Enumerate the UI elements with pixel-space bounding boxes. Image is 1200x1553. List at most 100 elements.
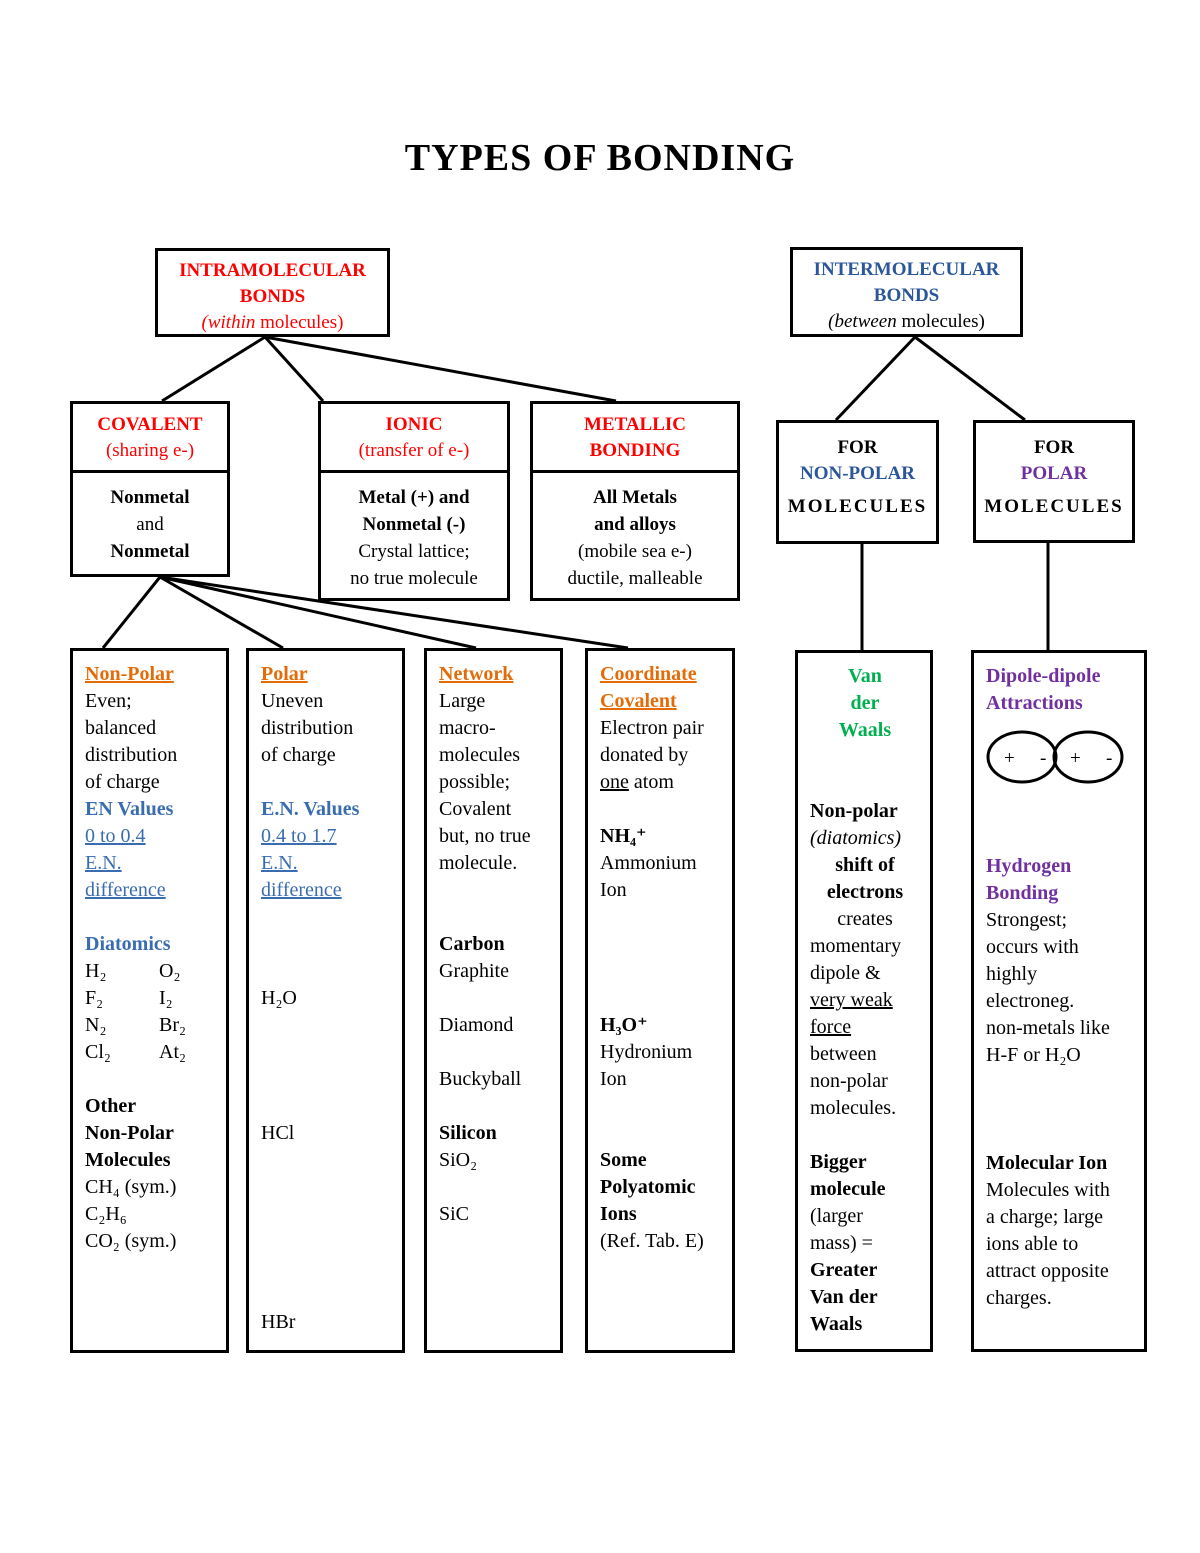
text-line: NH₄⁺ bbox=[600, 825, 647, 847]
text-span: one bbox=[600, 771, 629, 793]
spacer bbox=[261, 769, 402, 796]
text-line: Nonmetal bbox=[110, 487, 190, 508]
text-line: Ion bbox=[600, 879, 627, 901]
text-line: ions able to bbox=[986, 1233, 1079, 1255]
text-line: 0 to 0.4 bbox=[85, 825, 146, 847]
box-heading: FOR bbox=[837, 437, 878, 458]
box-heading: POLAR bbox=[1020, 463, 1088, 484]
text-line: Non-polar bbox=[810, 800, 898, 822]
text-line: Bigger bbox=[810, 1151, 867, 1173]
ionic-box: IONIC (transfer of e-) Metal (+) and Non… bbox=[318, 401, 510, 601]
spacer bbox=[261, 958, 402, 985]
text-line: macro- bbox=[439, 717, 496, 739]
text-line: shift of bbox=[835, 854, 895, 876]
text-line: EN Values bbox=[85, 798, 174, 820]
metallic-bonding-box: METALLIC BONDING All Metals and alloys (… bbox=[530, 401, 740, 601]
spacer bbox=[986, 799, 1144, 826]
page-title: TYPES OF BONDING bbox=[404, 137, 796, 179]
text-line: mass) = bbox=[810, 1232, 873, 1254]
spacer bbox=[261, 1147, 402, 1174]
spacer bbox=[600, 1120, 732, 1147]
spacer bbox=[600, 1093, 732, 1120]
text-line: Attractions bbox=[986, 692, 1083, 714]
formula: I₂ bbox=[159, 987, 173, 1009]
text-line: Some bbox=[600, 1149, 647, 1171]
text-line: (larger bbox=[810, 1205, 863, 1227]
text-line: molecules. bbox=[810, 1097, 897, 1119]
text-line: E.N. bbox=[85, 852, 122, 874]
spacer bbox=[600, 931, 732, 958]
spacer bbox=[810, 1122, 930, 1149]
spacer bbox=[986, 1069, 1144, 1096]
text-line: electroneg. bbox=[986, 990, 1075, 1012]
charge-sign: + bbox=[1070, 748, 1081, 769]
text-line: (Ref. Tab. E) bbox=[600, 1230, 704, 1252]
text-line: of charge bbox=[261, 744, 336, 766]
box-heading: INTERMOLECULAR bbox=[813, 259, 1000, 280]
text-line: Silicon bbox=[439, 1122, 497, 1144]
text-span: (within bbox=[201, 312, 256, 333]
spacer bbox=[439, 1174, 560, 1201]
box-heading: COVALENT bbox=[97, 414, 203, 435]
spacer bbox=[261, 904, 402, 931]
text-line: Waals bbox=[810, 1313, 863, 1335]
text-line: E.N. Values bbox=[261, 798, 360, 820]
spacer bbox=[261, 1066, 402, 1093]
text-span: molecules) bbox=[896, 311, 985, 332]
spacer bbox=[85, 904, 226, 931]
for-non-polar-molecules-box: FOR NON-POLAR MOLECULES bbox=[776, 420, 939, 544]
text-line: non-metals like bbox=[986, 1017, 1110, 1039]
formula: Br₂ bbox=[159, 1014, 186, 1036]
text-line: H₂O bbox=[261, 987, 297, 1009]
text-line: charges. bbox=[986, 1287, 1052, 1309]
text-line: creates bbox=[837, 908, 893, 930]
text-line: attract opposite bbox=[986, 1260, 1109, 1282]
text-line: SiC bbox=[439, 1203, 470, 1225]
formula: H₂ bbox=[85, 960, 107, 982]
text-line: distribution bbox=[261, 717, 354, 739]
text-line: All Metals bbox=[593, 487, 677, 508]
text-line: Network bbox=[439, 663, 514, 685]
text-line: Polyatomic bbox=[600, 1176, 696, 1198]
text-line: (mobile sea e-) bbox=[578, 541, 692, 562]
spacer bbox=[261, 1201, 402, 1228]
text-line: Graphite bbox=[439, 960, 509, 982]
text-line: CO₂ (sym.) bbox=[85, 1230, 177, 1252]
text-line: Uneven bbox=[261, 690, 324, 712]
text-line: and alloys bbox=[594, 514, 676, 535]
spacer bbox=[261, 1228, 402, 1255]
text-line: dipole & bbox=[810, 962, 881, 984]
spacer bbox=[261, 1255, 402, 1282]
text-line: Ammonium bbox=[600, 852, 697, 874]
text-line: Buckyball bbox=[439, 1068, 522, 1090]
text-line: momentary bbox=[810, 935, 902, 957]
text-line: but, no true bbox=[439, 825, 531, 847]
covalent-box: COVALENT (sharing e-) Nonmetal and Nonme… bbox=[70, 401, 230, 577]
text-line: a charge; large bbox=[986, 1206, 1103, 1228]
text-line: possible; bbox=[439, 771, 511, 793]
box-header: IONIC (transfer of e-) bbox=[321, 404, 507, 473]
text-line: CH₄ (sym.) bbox=[85, 1176, 177, 1198]
box-heading: BONDING bbox=[589, 440, 681, 461]
text-line: Diatomics bbox=[85, 933, 171, 955]
box-header: METALLIC BONDING bbox=[533, 404, 737, 473]
spacer bbox=[261, 1012, 402, 1039]
spacer bbox=[261, 1093, 402, 1120]
box-subtext: (within molecules) bbox=[158, 310, 387, 336]
spacer bbox=[600, 985, 732, 1012]
text-line: molecules bbox=[439, 744, 521, 766]
text-line: molecule. bbox=[439, 852, 518, 874]
for-polar-molecules-box: FOR POLAR MOLECULES bbox=[973, 420, 1135, 543]
text-span: (between bbox=[828, 311, 897, 332]
text-line: of charge bbox=[85, 771, 160, 793]
text-line: no true molecule bbox=[350, 568, 478, 589]
box-body: Nonmetal and Nonmetal bbox=[73, 473, 227, 565]
charge-sign: + bbox=[1004, 748, 1015, 769]
text-line: HCl bbox=[261, 1122, 295, 1144]
